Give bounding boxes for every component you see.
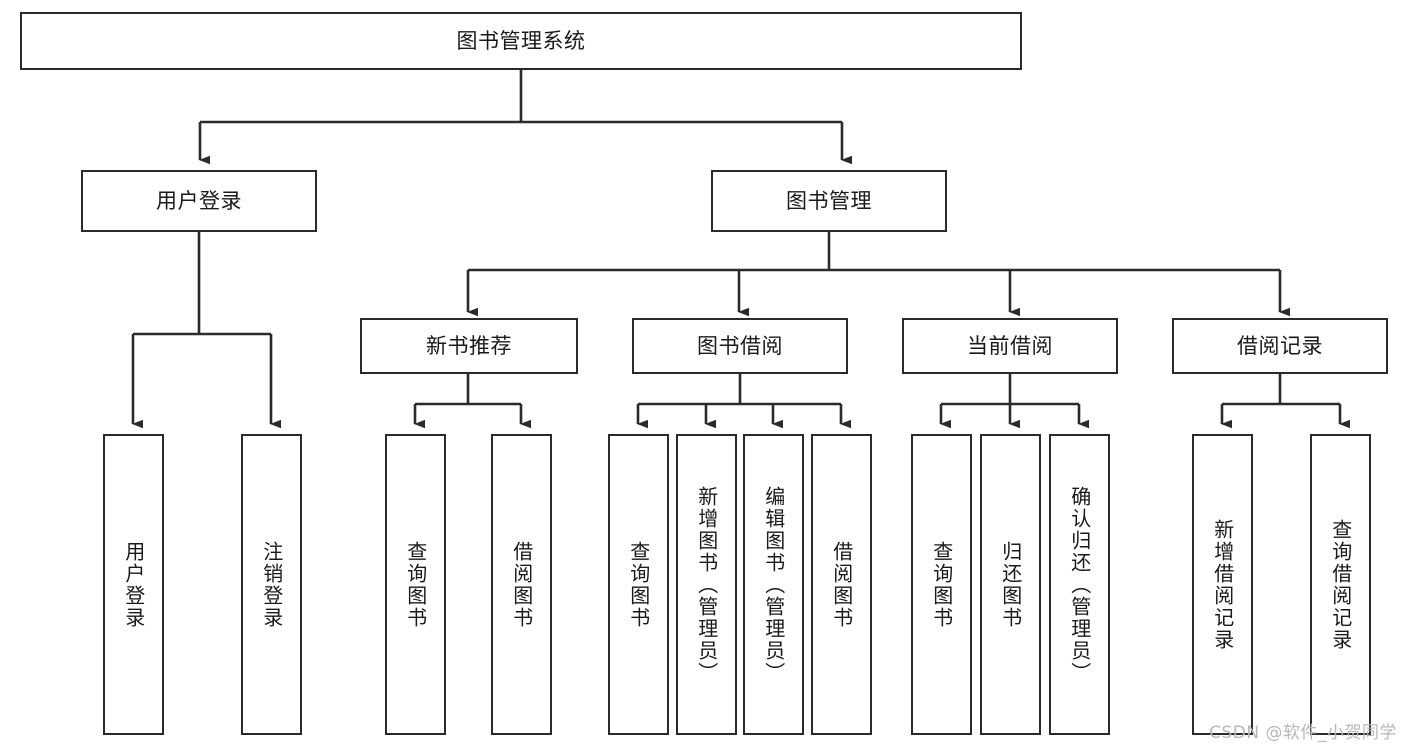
node-root-label: 图书管理系统 bbox=[456, 28, 586, 53]
node-leaf-edit-book-label: 编辑图书（管理员） bbox=[761, 485, 786, 684]
node-leaf-logout[interactable]: 注销登录 bbox=[241, 434, 302, 735]
node-root[interactable]: 图书管理系统 bbox=[20, 12, 1022, 70]
node-current-borrow[interactable]: 当前借阅 bbox=[902, 318, 1118, 374]
node-user-login-label: 用户登录 bbox=[156, 188, 242, 213]
node-leaf-confirm-return-label: 确认归还（管理员） bbox=[1067, 485, 1092, 684]
node-borrow-record[interactable]: 借阅记录 bbox=[1172, 318, 1388, 374]
node-borrow-record-label: 借阅记录 bbox=[1237, 333, 1323, 358]
node-leaf-return-book-label: 归还图书 bbox=[998, 540, 1023, 629]
node-leaf-return-book[interactable]: 归还图书 bbox=[980, 434, 1041, 735]
node-book-borrow-label: 图书借阅 bbox=[697, 333, 783, 358]
node-leaf-borrow-book-2-label: 借阅图书 bbox=[829, 540, 854, 629]
node-leaf-query-book-2[interactable]: 查询图书 bbox=[608, 434, 669, 735]
node-book-manage[interactable]: 图书管理 bbox=[711, 170, 947, 232]
node-leaf-query-record[interactable]: 查询借阅记录 bbox=[1310, 434, 1371, 735]
node-leaf-query-book-3[interactable]: 查询图书 bbox=[911, 434, 972, 735]
node-leaf-confirm-return[interactable]: 确认归还（管理员） bbox=[1049, 434, 1110, 735]
node-current-borrow-label: 当前借阅 bbox=[967, 333, 1053, 358]
node-new-book-rec[interactable]: 新书推荐 bbox=[360, 318, 578, 374]
node-leaf-add-record-label: 新增借阅记录 bbox=[1210, 518, 1235, 651]
node-book-manage-label: 图书管理 bbox=[786, 188, 872, 213]
node-leaf-query-book-1-label: 查询图书 bbox=[403, 540, 428, 629]
node-user-login[interactable]: 用户登录 bbox=[81, 170, 317, 232]
node-leaf-query-book-3-label: 查询图书 bbox=[929, 540, 954, 629]
node-leaf-add-book-label: 新增图书（管理员） bbox=[694, 485, 719, 684]
node-new-book-rec-label: 新书推荐 bbox=[426, 333, 512, 358]
node-book-borrow[interactable]: 图书借阅 bbox=[632, 318, 848, 374]
node-leaf-add-book[interactable]: 新增图书（管理员） bbox=[676, 434, 737, 735]
node-leaf-user-login-label: 用户登录 bbox=[121, 540, 146, 629]
node-leaf-borrow-book-2[interactable]: 借阅图书 bbox=[811, 434, 872, 735]
node-leaf-query-book-1[interactable]: 查询图书 bbox=[385, 434, 446, 735]
node-leaf-add-record[interactable]: 新增借阅记录 bbox=[1192, 434, 1253, 735]
node-leaf-borrow-book-1[interactable]: 借阅图书 bbox=[491, 434, 552, 735]
node-leaf-user-login[interactable]: 用户登录 bbox=[103, 434, 164, 735]
node-leaf-borrow-book-1-label: 借阅图书 bbox=[509, 540, 534, 629]
node-leaf-logout-label: 注销登录 bbox=[259, 540, 284, 629]
node-leaf-query-record-label: 查询借阅记录 bbox=[1328, 518, 1353, 651]
node-leaf-edit-book[interactable]: 编辑图书（管理员） bbox=[743, 434, 804, 735]
node-leaf-query-book-2-label: 查询图书 bbox=[626, 540, 651, 629]
